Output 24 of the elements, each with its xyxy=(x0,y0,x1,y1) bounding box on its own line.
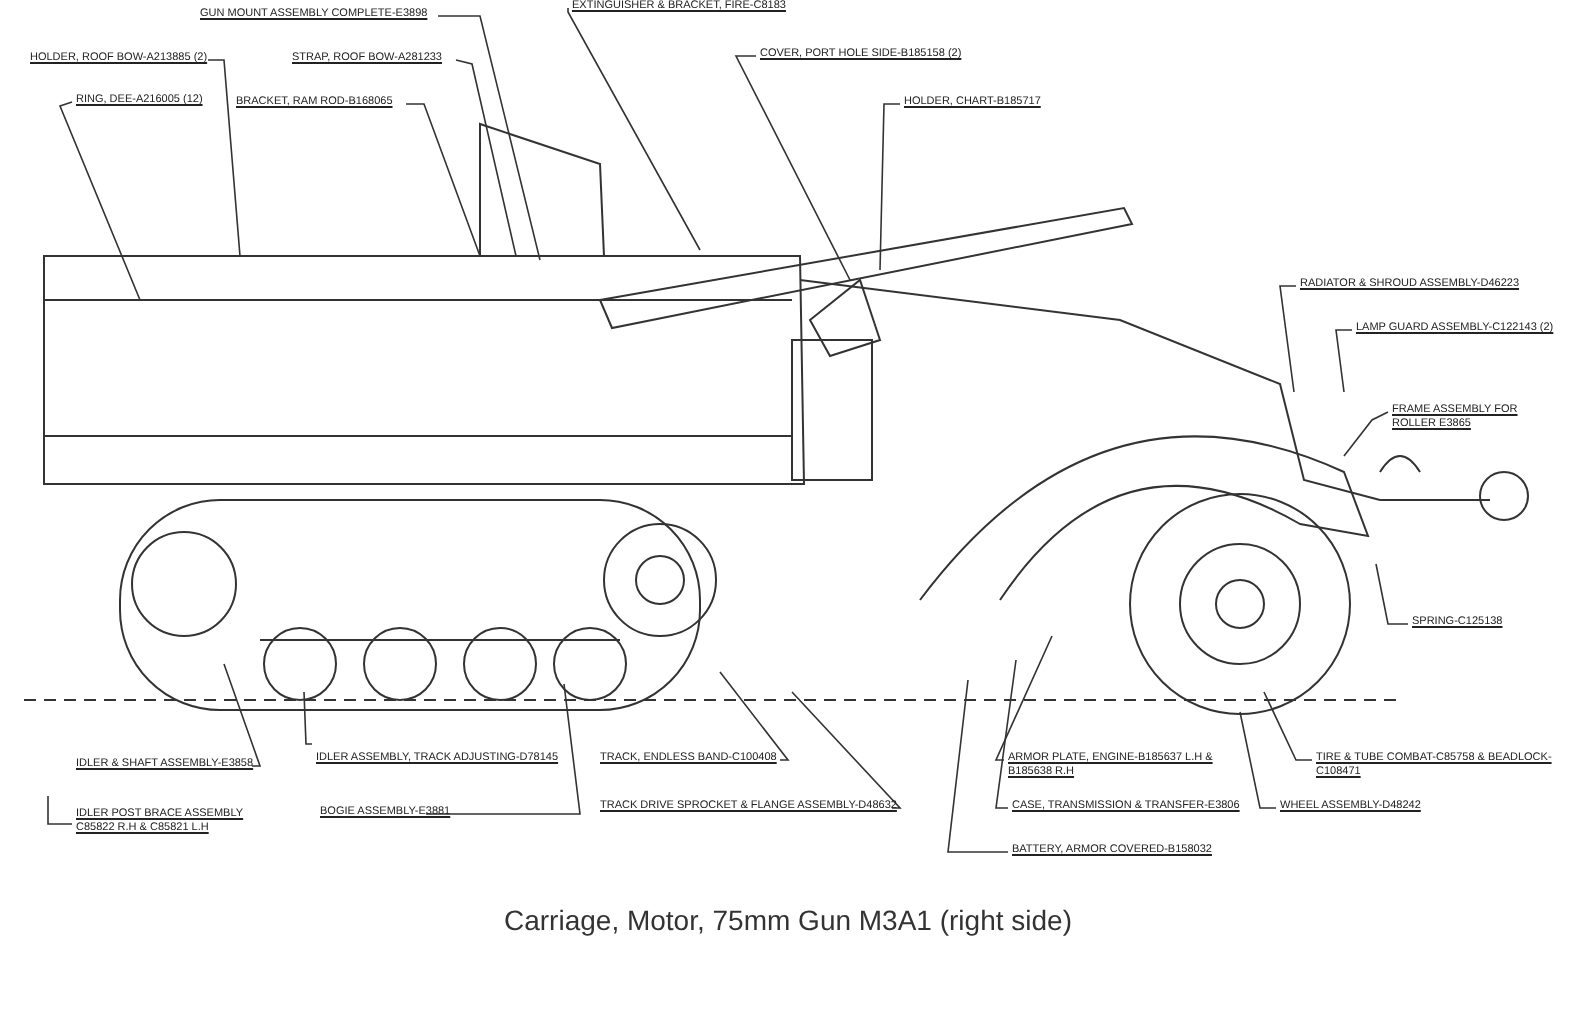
leader-line xyxy=(425,683,581,815)
leader-line xyxy=(994,635,1053,761)
leader-line xyxy=(1375,563,1409,625)
leader-line xyxy=(405,103,481,257)
leader-line xyxy=(223,663,262,767)
leader-line xyxy=(303,691,313,745)
leader-line xyxy=(1239,711,1277,809)
leader-line xyxy=(437,15,541,261)
leader-line xyxy=(58,101,141,301)
leader-line xyxy=(1335,329,1353,393)
leader-line xyxy=(734,55,851,281)
leader-line xyxy=(791,691,902,809)
leader-line xyxy=(207,59,241,257)
caption: Carriage, Motor, 75mm Gun M3A1 (right side) xyxy=(502,904,1074,936)
leader-line xyxy=(719,671,790,761)
leader-line xyxy=(879,103,901,271)
leader-line xyxy=(47,795,73,825)
leader-line xyxy=(1263,691,1313,761)
leader-line xyxy=(1343,411,1389,457)
leader-line xyxy=(995,659,1017,809)
leader-line xyxy=(567,7,701,251)
leader-line xyxy=(455,59,517,257)
leader-line xyxy=(947,679,1009,853)
leader-line xyxy=(1279,285,1297,393)
